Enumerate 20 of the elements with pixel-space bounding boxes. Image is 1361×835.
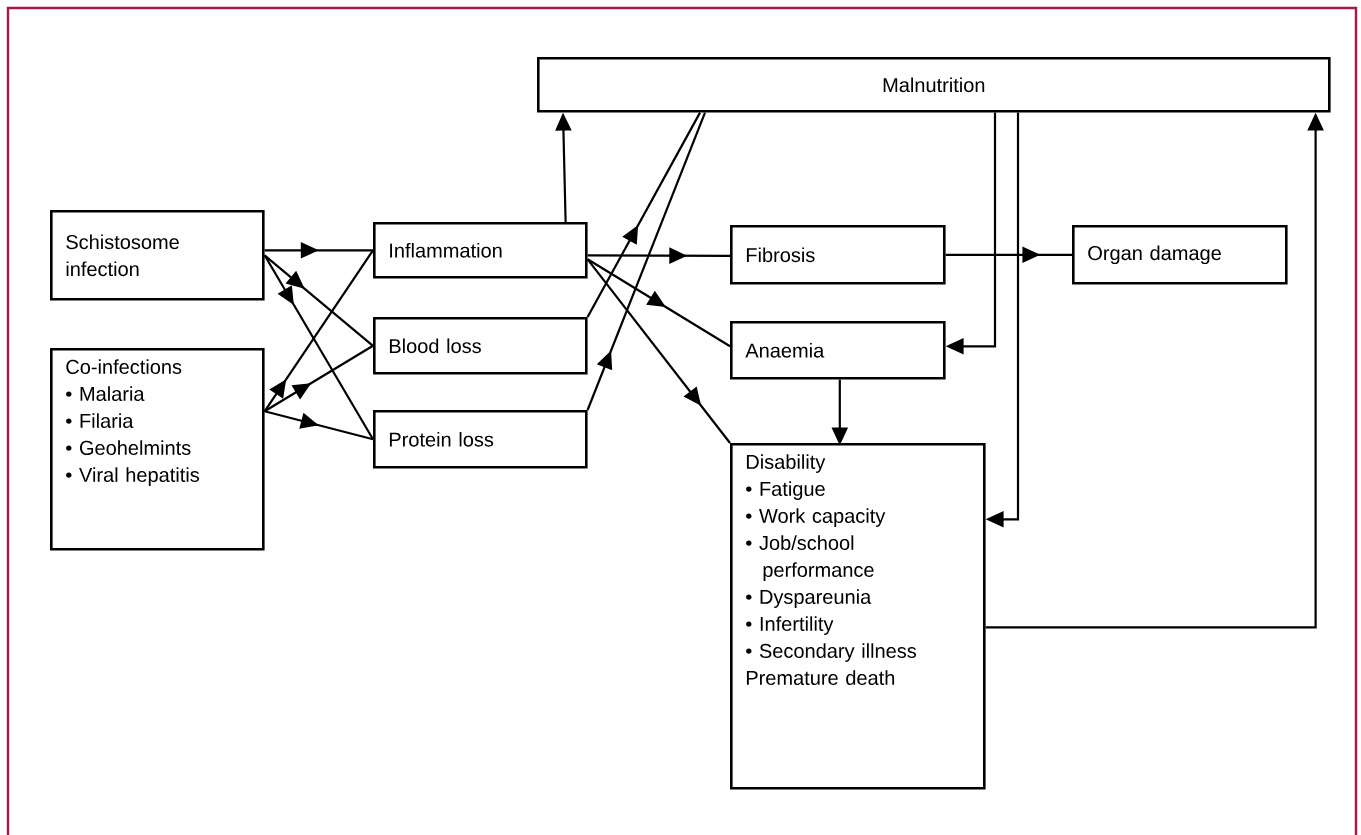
process-box: Schistosome infection xyxy=(50,210,265,301)
process-box: Anaemia xyxy=(730,321,946,380)
process-box: Organ damage xyxy=(1072,225,1288,285)
process-box: Inflammation xyxy=(373,222,588,279)
process-box: Fibrosis xyxy=(730,225,946,285)
process-box: Disability • Fatigue • Work capacity • Job/school performance • Dyspareunia • Infertility • Secondary illness Premature death xyxy=(730,443,986,790)
arrow xyxy=(586,112,707,411)
arrow xyxy=(264,344,374,413)
arrow xyxy=(586,112,701,318)
process-box: Blood loss xyxy=(373,317,588,375)
arrow xyxy=(586,258,731,444)
arrow xyxy=(263,254,374,347)
arrow xyxy=(263,254,374,440)
arrow xyxy=(263,249,374,412)
arrow xyxy=(587,247,730,264)
process-box: Co-infections • Malaria • Filaria • Geohelmints • Viral hepatitis xyxy=(50,348,265,551)
process-box: Malnutrition xyxy=(537,57,1331,113)
arrow xyxy=(264,410,374,441)
process-box: Protein loss xyxy=(373,410,588,469)
arrow xyxy=(587,258,731,348)
